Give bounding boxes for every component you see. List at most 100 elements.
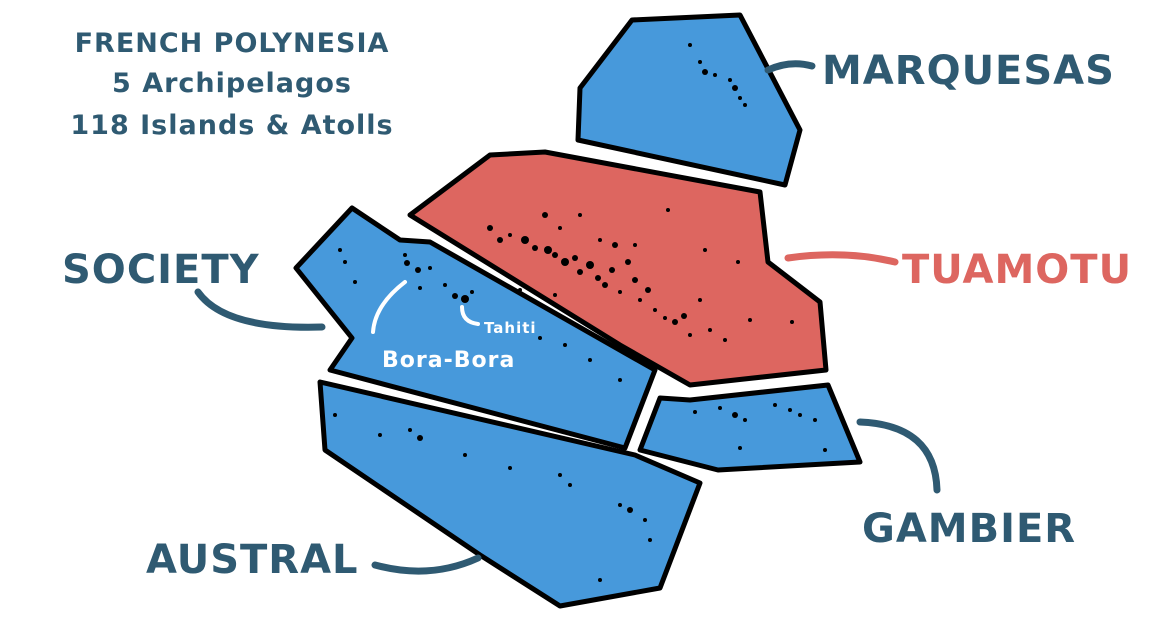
island-speck	[713, 73, 717, 77]
island-speck	[521, 236, 529, 244]
island-speck	[790, 320, 794, 324]
society-region[interactable]	[293, 205, 658, 451]
island-speck	[618, 503, 622, 507]
tahiti-label: Tahiti	[484, 319, 537, 337]
island-speck	[632, 277, 638, 283]
island-speck	[653, 308, 657, 312]
island-speck	[672, 319, 678, 325]
island-speck	[417, 435, 423, 441]
island-speck	[598, 578, 602, 582]
gambier-label: GAMBIER	[862, 506, 1076, 552]
island-speck	[428, 266, 432, 270]
island-count: 118 Islands & Atolls	[70, 110, 393, 141]
island-speck	[558, 473, 562, 477]
marquesas-region[interactable]	[575, 12, 803, 188]
island-speck	[718, 406, 722, 410]
gambier-region[interactable]	[637, 382, 863, 473]
island-speck	[666, 208, 670, 212]
island-speck	[618, 378, 622, 382]
island-speck	[532, 245, 538, 251]
island-speck	[788, 408, 792, 412]
island-speck	[688, 43, 692, 47]
island-speck	[518, 288, 522, 292]
austral-region[interactable]	[317, 379, 703, 609]
island-speck	[638, 298, 642, 302]
island-speck	[463, 453, 467, 457]
island-speck	[738, 96, 742, 100]
island-speck	[663, 316, 667, 320]
island-speck	[702, 69, 708, 75]
island-speck	[732, 85, 738, 91]
island-speck	[553, 293, 557, 297]
island-speck	[708, 328, 712, 332]
island-speck	[748, 318, 752, 322]
island-speck	[415, 267, 421, 273]
island-speck	[598, 238, 602, 242]
island-speck	[609, 267, 615, 273]
island-speck	[508, 233, 512, 237]
island-speck	[470, 290, 474, 294]
island-speck	[736, 260, 740, 264]
island-speck	[627, 507, 633, 513]
island-speck	[648, 538, 652, 542]
island-speck	[643, 518, 647, 522]
bora-bora-label: Bora-Bora	[382, 348, 515, 373]
island-speck	[773, 403, 777, 407]
island-speck	[798, 413, 802, 417]
island-speck	[552, 252, 558, 258]
island-speck	[588, 358, 592, 362]
island-speck	[618, 290, 622, 294]
island-speck	[572, 255, 578, 261]
island-speck	[558, 226, 562, 230]
island-speck	[487, 225, 493, 231]
archipelago-count: 5 Archipelagos	[112, 68, 352, 99]
map-title: FRENCH POLYNESIA	[75, 28, 390, 59]
island-speck	[561, 258, 569, 266]
island-speck	[568, 483, 572, 487]
island-speck	[728, 78, 732, 82]
bora-bora-pointer	[371, 280, 407, 334]
marquesas-label: MARQUESAS	[822, 48, 1115, 94]
island-speck	[703, 248, 707, 252]
tahiti-island-marker	[461, 295, 469, 303]
island-speck	[542, 212, 548, 218]
island-speck	[508, 466, 512, 470]
tuamotu-label: TUAMOTU	[902, 247, 1132, 293]
island-speck	[577, 269, 583, 275]
island-speck	[612, 242, 618, 248]
society-connector	[194, 288, 326, 331]
island-speck	[333, 413, 337, 417]
island-speck	[538, 336, 542, 340]
island-speck	[578, 213, 582, 217]
island-speck	[645, 287, 651, 293]
island-speck	[408, 428, 412, 432]
austral-label: AUSTRAL	[146, 537, 359, 583]
tuamotu-connector	[784, 251, 899, 266]
island-speck	[813, 418, 817, 422]
island-speck	[823, 448, 827, 452]
island-speck	[595, 275, 601, 281]
island-speck	[602, 282, 608, 288]
island-speck	[497, 237, 503, 243]
island-speck	[544, 246, 552, 254]
tahiti-pointer	[460, 305, 480, 326]
island-speck	[698, 60, 702, 64]
island-speck	[743, 418, 747, 422]
marquesas-connector	[764, 60, 816, 74]
island-speck	[563, 343, 567, 347]
island-speck	[688, 333, 692, 337]
title-block: FRENCH POLYNESIA 5 Archipelagos 118 Isla…	[70, 28, 393, 141]
society-label: SOCIETY	[62, 247, 260, 293]
island-speck	[338, 248, 342, 252]
island-speck	[625, 259, 631, 265]
gambier-connector	[856, 418, 941, 494]
island-speck	[353, 280, 357, 284]
tuamotu-region[interactable]	[407, 149, 829, 388]
island-speck	[403, 253, 407, 257]
bora-bora-island-marker	[404, 260, 410, 266]
island-speck	[693, 410, 697, 414]
island-speck	[418, 286, 422, 290]
island-speck	[586, 261, 594, 269]
island-speck	[732, 412, 738, 418]
island-speck	[633, 243, 637, 247]
